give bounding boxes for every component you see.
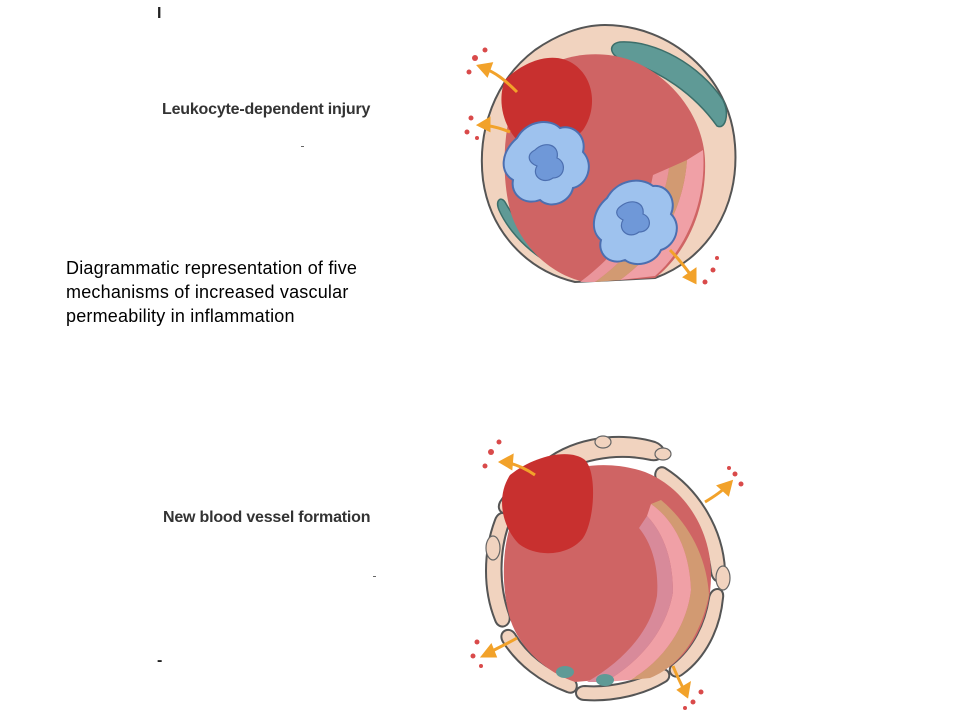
caption-line: permeability in inflammation <box>66 306 295 326</box>
leukocyte-nucleus <box>528 144 564 182</box>
bottom-dash-mark: - <box>157 652 163 669</box>
leakage-arrow-icon <box>475 116 511 134</box>
endothelial-nucleus <box>715 565 731 591</box>
plasma-band-tan <box>630 500 709 680</box>
plasma-band-pink <box>605 504 691 682</box>
vessel-diagram-leukocyte-injury <box>464 23 737 285</box>
leakage-arrow-icon <box>476 62 519 94</box>
figure-caption: Diagrammatic representation of five mech… <box>66 256 456 328</box>
stray-mark <box>373 576 376 577</box>
panel-label-new-vessel: New blood vessel formation <box>163 509 371 526</box>
plasma-band-pink <box>580 168 669 282</box>
leakage-arrow-icon <box>497 453 536 477</box>
leakage-red-region <box>502 454 594 554</box>
plasma-band-mauve <box>587 516 673 682</box>
stray-mark <box>301 146 304 147</box>
endothelial-nucleus <box>594 435 612 449</box>
teal-nucleus <box>596 674 614 686</box>
leakage-arrow-icon <box>704 479 734 504</box>
top-letter-mark: I <box>157 5 162 22</box>
leukocyte-nucleus <box>616 201 650 236</box>
plasma-leak-droplets <box>470 439 744 710</box>
teal-nucleus <box>556 666 574 678</box>
endothelial-nucleus <box>654 447 672 461</box>
plasma-leak-droplets <box>464 47 719 285</box>
leakage-red-region <box>501 57 593 149</box>
leakage-arrow-icon <box>671 665 692 699</box>
caption-line: mechanisms of increased vascular <box>66 282 349 302</box>
vessel-diagram-new-vessel <box>470 435 744 710</box>
plasma-band-pink <box>620 150 704 280</box>
endothelial-nucleus <box>485 535 501 561</box>
leakage-arrow-icon <box>479 636 518 658</box>
leakage-arrow-icon <box>668 248 697 285</box>
caption-line: Diagrammatic representation of five <box>66 258 358 278</box>
panel-label-leukocyte-injury: Leukocyte-dependent injury <box>162 101 371 118</box>
